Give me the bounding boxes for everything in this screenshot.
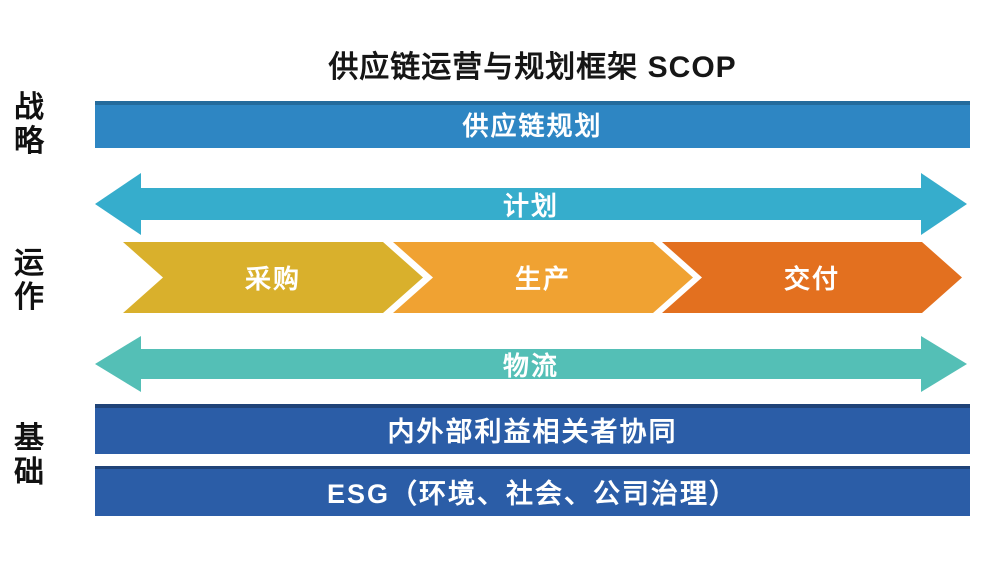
- plan-arrow-label: 计划: [502, 190, 559, 221]
- chevron-production-label: 生产: [514, 264, 571, 294]
- side-label-operations: 运作: [14, 247, 44, 314]
- arrow-body: [139, 188, 923, 220]
- stakeholder-bar-label: 内外部利益相关者协同: [387, 416, 678, 447]
- planning-bar: 供应链规划: [95, 101, 970, 148]
- planning-bar-label: 供应链规划: [462, 111, 603, 141]
- arrow-left-head-icon: [95, 173, 141, 235]
- logistics-arrow-label: 物流: [502, 350, 559, 381]
- diagram-title: 供应链运营与规划框架 SCOP: [328, 51, 737, 84]
- esg-bar-label: ESG（环境、社会、公司治理）: [326, 478, 739, 509]
- chevron-procurement-label: 采购: [244, 264, 301, 294]
- chevron-delivery-label: 交付: [783, 264, 840, 294]
- arrow-right-head-icon: [921, 336, 967, 392]
- arrow-body: [139, 349, 923, 379]
- arrow-right-head-icon: [921, 173, 967, 235]
- side-label-foundation: 基础: [14, 422, 44, 489]
- chevron-delivery: 交付: [662, 242, 962, 313]
- esg-bar: ESG（环境、社会、公司治理）: [95, 466, 970, 516]
- chevron-procurement: 采购: [123, 242, 423, 313]
- logistics-double-arrow: 物流: [95, 336, 967, 392]
- process-chevrons: 采购 生产 交付: [123, 242, 962, 313]
- arrow-left-head-icon: [95, 336, 141, 392]
- plan-double-arrow: 计划: [95, 173, 967, 235]
- chevron-production: 生产: [393, 242, 693, 313]
- side-label-strategy: 战略: [14, 91, 44, 158]
- stakeholder-bar: 内外部利益相关者协同: [95, 404, 970, 454]
